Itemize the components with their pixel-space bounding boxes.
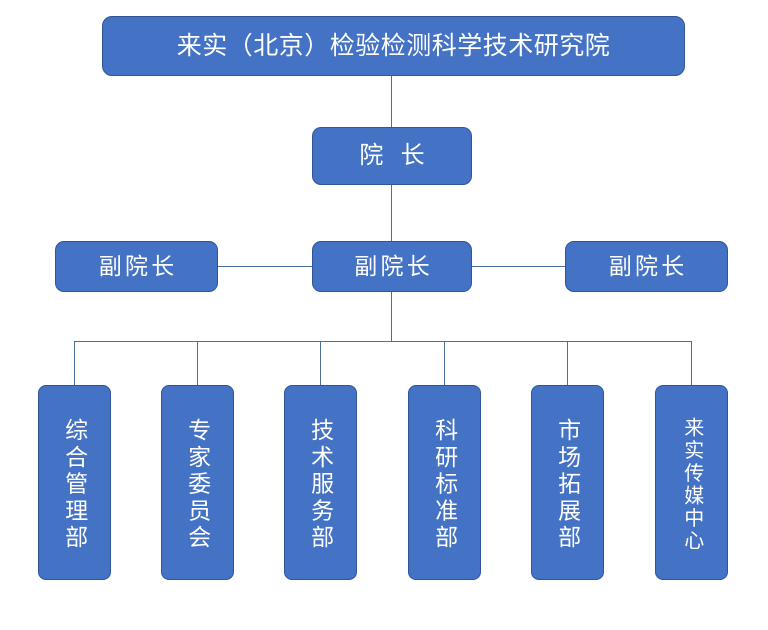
node-vice-director-left[interactable]: 副院长 bbox=[55, 241, 218, 292]
connector-department-bus bbox=[74, 341, 692, 342]
node-department-expert-committee[interactable]: 专家委员会 bbox=[161, 385, 234, 580]
connector-root-to-director bbox=[391, 76, 392, 127]
department-label: 市场拓展部 bbox=[554, 417, 581, 552]
node-department-laishi-media-center[interactable]: 来实传媒中心 bbox=[655, 385, 728, 580]
connector-drop-6 bbox=[691, 341, 692, 385]
node-institute-root[interactable]: 来实（北京）检验检测科学技术研究院 bbox=[102, 16, 685, 76]
connector-drop-5 bbox=[567, 341, 568, 385]
department-label: 技术服务部 bbox=[307, 417, 334, 552]
connector-drop-4 bbox=[444, 341, 445, 385]
node-director[interactable]: 院 长 bbox=[312, 127, 472, 185]
department-label: 专家委员会 bbox=[184, 417, 211, 552]
connector-vice-center-to-left bbox=[218, 266, 312, 267]
node-department-market-development[interactable]: 市场拓展部 bbox=[531, 385, 604, 580]
node-vice-director-right[interactable]: 副院长 bbox=[565, 241, 728, 292]
department-label: 综合管理部 bbox=[61, 417, 88, 552]
connector-drop-2 bbox=[197, 341, 198, 385]
connector-drop-3 bbox=[320, 341, 321, 385]
node-department-general-management[interactable]: 综合管理部 bbox=[38, 385, 111, 580]
node-department-technical-service[interactable]: 技术服务部 bbox=[284, 385, 357, 580]
department-label: 来实传媒中心 bbox=[680, 416, 703, 553]
department-label: 科研标准部 bbox=[431, 417, 458, 552]
node-department-research-standards[interactable]: 科研标准部 bbox=[408, 385, 481, 580]
connector-drop-1 bbox=[74, 341, 75, 385]
connector-director-to-vice bbox=[391, 185, 392, 241]
connector-vice-to-bus bbox=[391, 292, 392, 341]
connector-vice-center-to-right bbox=[472, 266, 565, 267]
node-vice-director-center[interactable]: 副院长 bbox=[312, 241, 472, 292]
